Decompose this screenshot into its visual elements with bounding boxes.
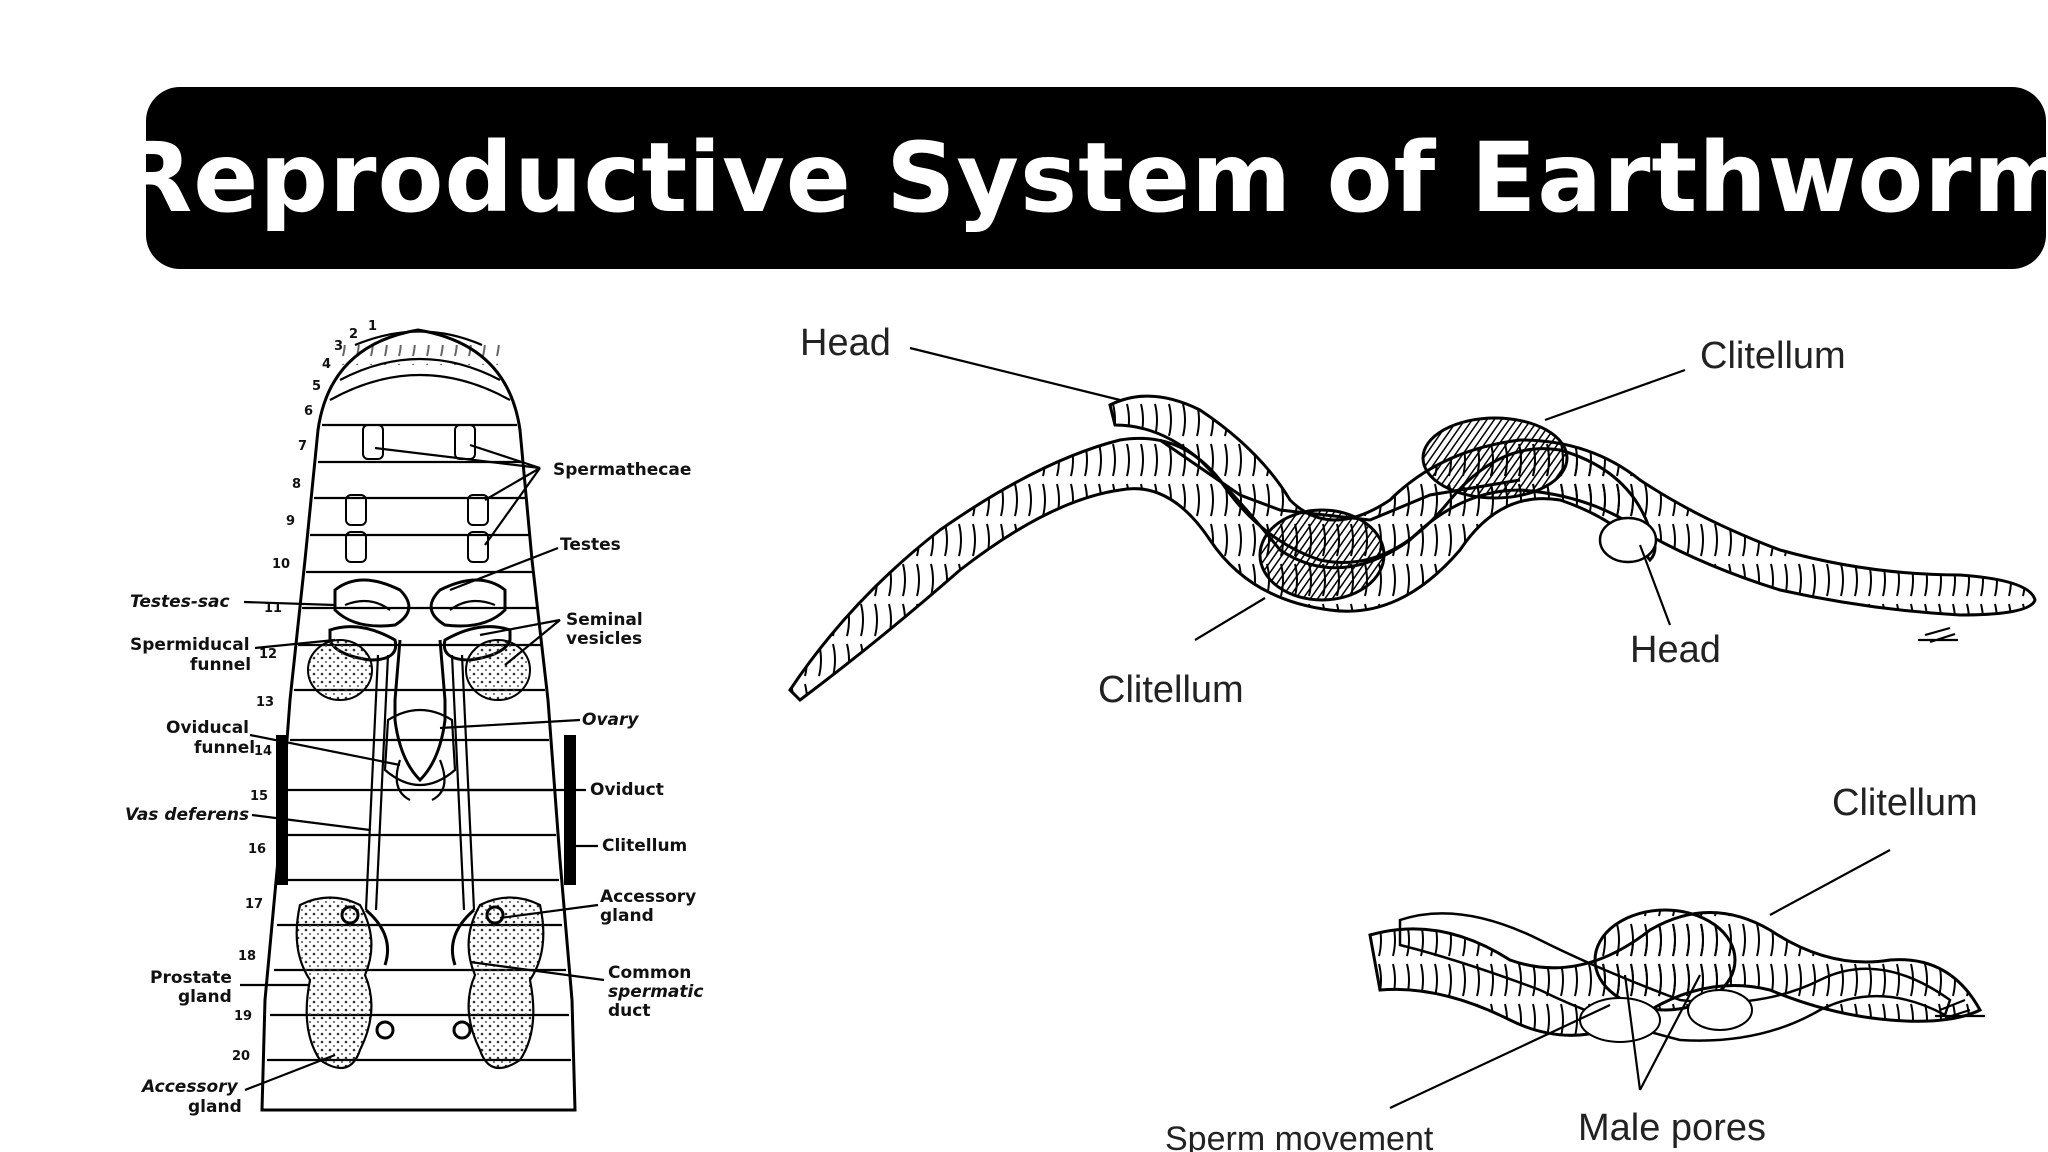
segment-number: 17 [245, 897, 263, 912]
label-spermiducal-funnel-1: Spermiducal [130, 635, 250, 655]
label-prostate-gland-2: gland [178, 987, 232, 1007]
label-prostate-gland-1: Prostate [150, 968, 232, 988]
label-ovary: Ovary [582, 710, 639, 730]
segment-number: 2 [349, 327, 358, 342]
label-vas-deferens: Vas deferens [125, 805, 249, 825]
label-common-spermatic-duct-2: spermatic [608, 982, 703, 1002]
segment-number: 19 [234, 1009, 252, 1024]
segment-number: 20 [232, 1049, 250, 1064]
male-pores-diagram: Clitellum Sperm movement Male pores [1165, 782, 1985, 1152]
label-seminal-vesicles-1: Seminal [566, 610, 643, 630]
segment-numbers: 1 2 3 4 5 6 7 8 9 10 11 12 13 14 15 16 1… [232, 319, 377, 1064]
clitellum-lower [1593, 908, 1737, 1012]
label-spermiducal-funnel-2: funnel [190, 655, 251, 675]
segment-number: 13 [256, 695, 274, 710]
label-accessory-gland-left-2: gland [188, 1097, 242, 1117]
label-sperm-movement: Sperm movement [1165, 1120, 1434, 1152]
anatomy-labels-left: Testes-sac Spermiducal funnel Oviducal f… [125, 592, 401, 1117]
segment-number: 16 [248, 842, 266, 857]
segment-number: 7 [298, 439, 307, 454]
clitellum-band-1 [1258, 508, 1386, 602]
label-clitellum-top: Clitellum [1700, 335, 1846, 377]
label-clitellum-bottom: Clitellum [1098, 669, 1244, 711]
segment-number: 10 [272, 557, 290, 572]
label-testes: Testes [560, 535, 621, 555]
clitellum-band-2 [1421, 416, 1569, 500]
label-seminal-vesicles-2: vesicles [566, 629, 642, 649]
segment-number: 4 [322, 357, 331, 372]
mating-worms-diagram: Head Clitellum Clitellum Head [788, 322, 2037, 711]
label-oviduct: Oviduct [590, 780, 664, 800]
label-clitellum-pores: Clitellum [1832, 782, 1978, 824]
label-clitellum: Clitellum [602, 836, 687, 856]
seminal-vesicles-organs [307, 639, 531, 701]
label-testes-sac: Testes-sac [130, 592, 230, 612]
segment-number: 5 [312, 379, 321, 394]
segment-number: 8 [292, 477, 301, 492]
label-common-spermatic-duct-3: duct [608, 1001, 650, 1021]
segment-number: 6 [304, 404, 313, 419]
page-title: Reproductive System of Earthworm [118, 122, 2048, 234]
spermathecae-organs [345, 424, 489, 563]
segment-number: 11 [264, 601, 282, 616]
prostate-gland-organs [295, 896, 545, 1070]
anatomy-labels-right: Spermathecae Testes Seminal vesicles Ova… [374, 443, 703, 1021]
label-spermathecae: Spermathecae [553, 460, 691, 480]
label-head-right: Head [1630, 629, 1721, 671]
accessory-gland-organs [340, 905, 505, 1040]
label-accessory-gland-right-1: Accessory [600, 887, 696, 907]
segment-number: 15 [250, 789, 268, 804]
label-oviducal-funnel-2: funnel [194, 738, 255, 758]
label-accessory-gland-right-2: gland [600, 906, 654, 926]
segment-number: 9 [286, 514, 295, 529]
label-common-spermatic-duct-1: Common [608, 963, 691, 983]
segment-number: 3 [334, 339, 343, 354]
label-male-pores: Male pores [1578, 1107, 1766, 1149]
segment-number: 18 [238, 949, 256, 964]
segment-number: 1 [368, 319, 377, 334]
title-banner: Reproductive System of Earthworm [118, 87, 2048, 269]
label-oviducal-funnel-1: Oviducal [166, 718, 249, 738]
label-head-left: Head [800, 322, 891, 364]
vas-deferens-ducts [364, 654, 476, 911]
earthworm-anatomy-diagram: 1 2 3 4 5 6 7 8 9 10 11 12 13 14 15 16 1… [125, 319, 703, 1117]
label-accessory-gland-left-1: Accessory [140, 1077, 239, 1097]
segment-number: 14 [254, 744, 272, 759]
segment-number: 12 [259, 647, 277, 662]
clitellum-bands [276, 735, 576, 885]
